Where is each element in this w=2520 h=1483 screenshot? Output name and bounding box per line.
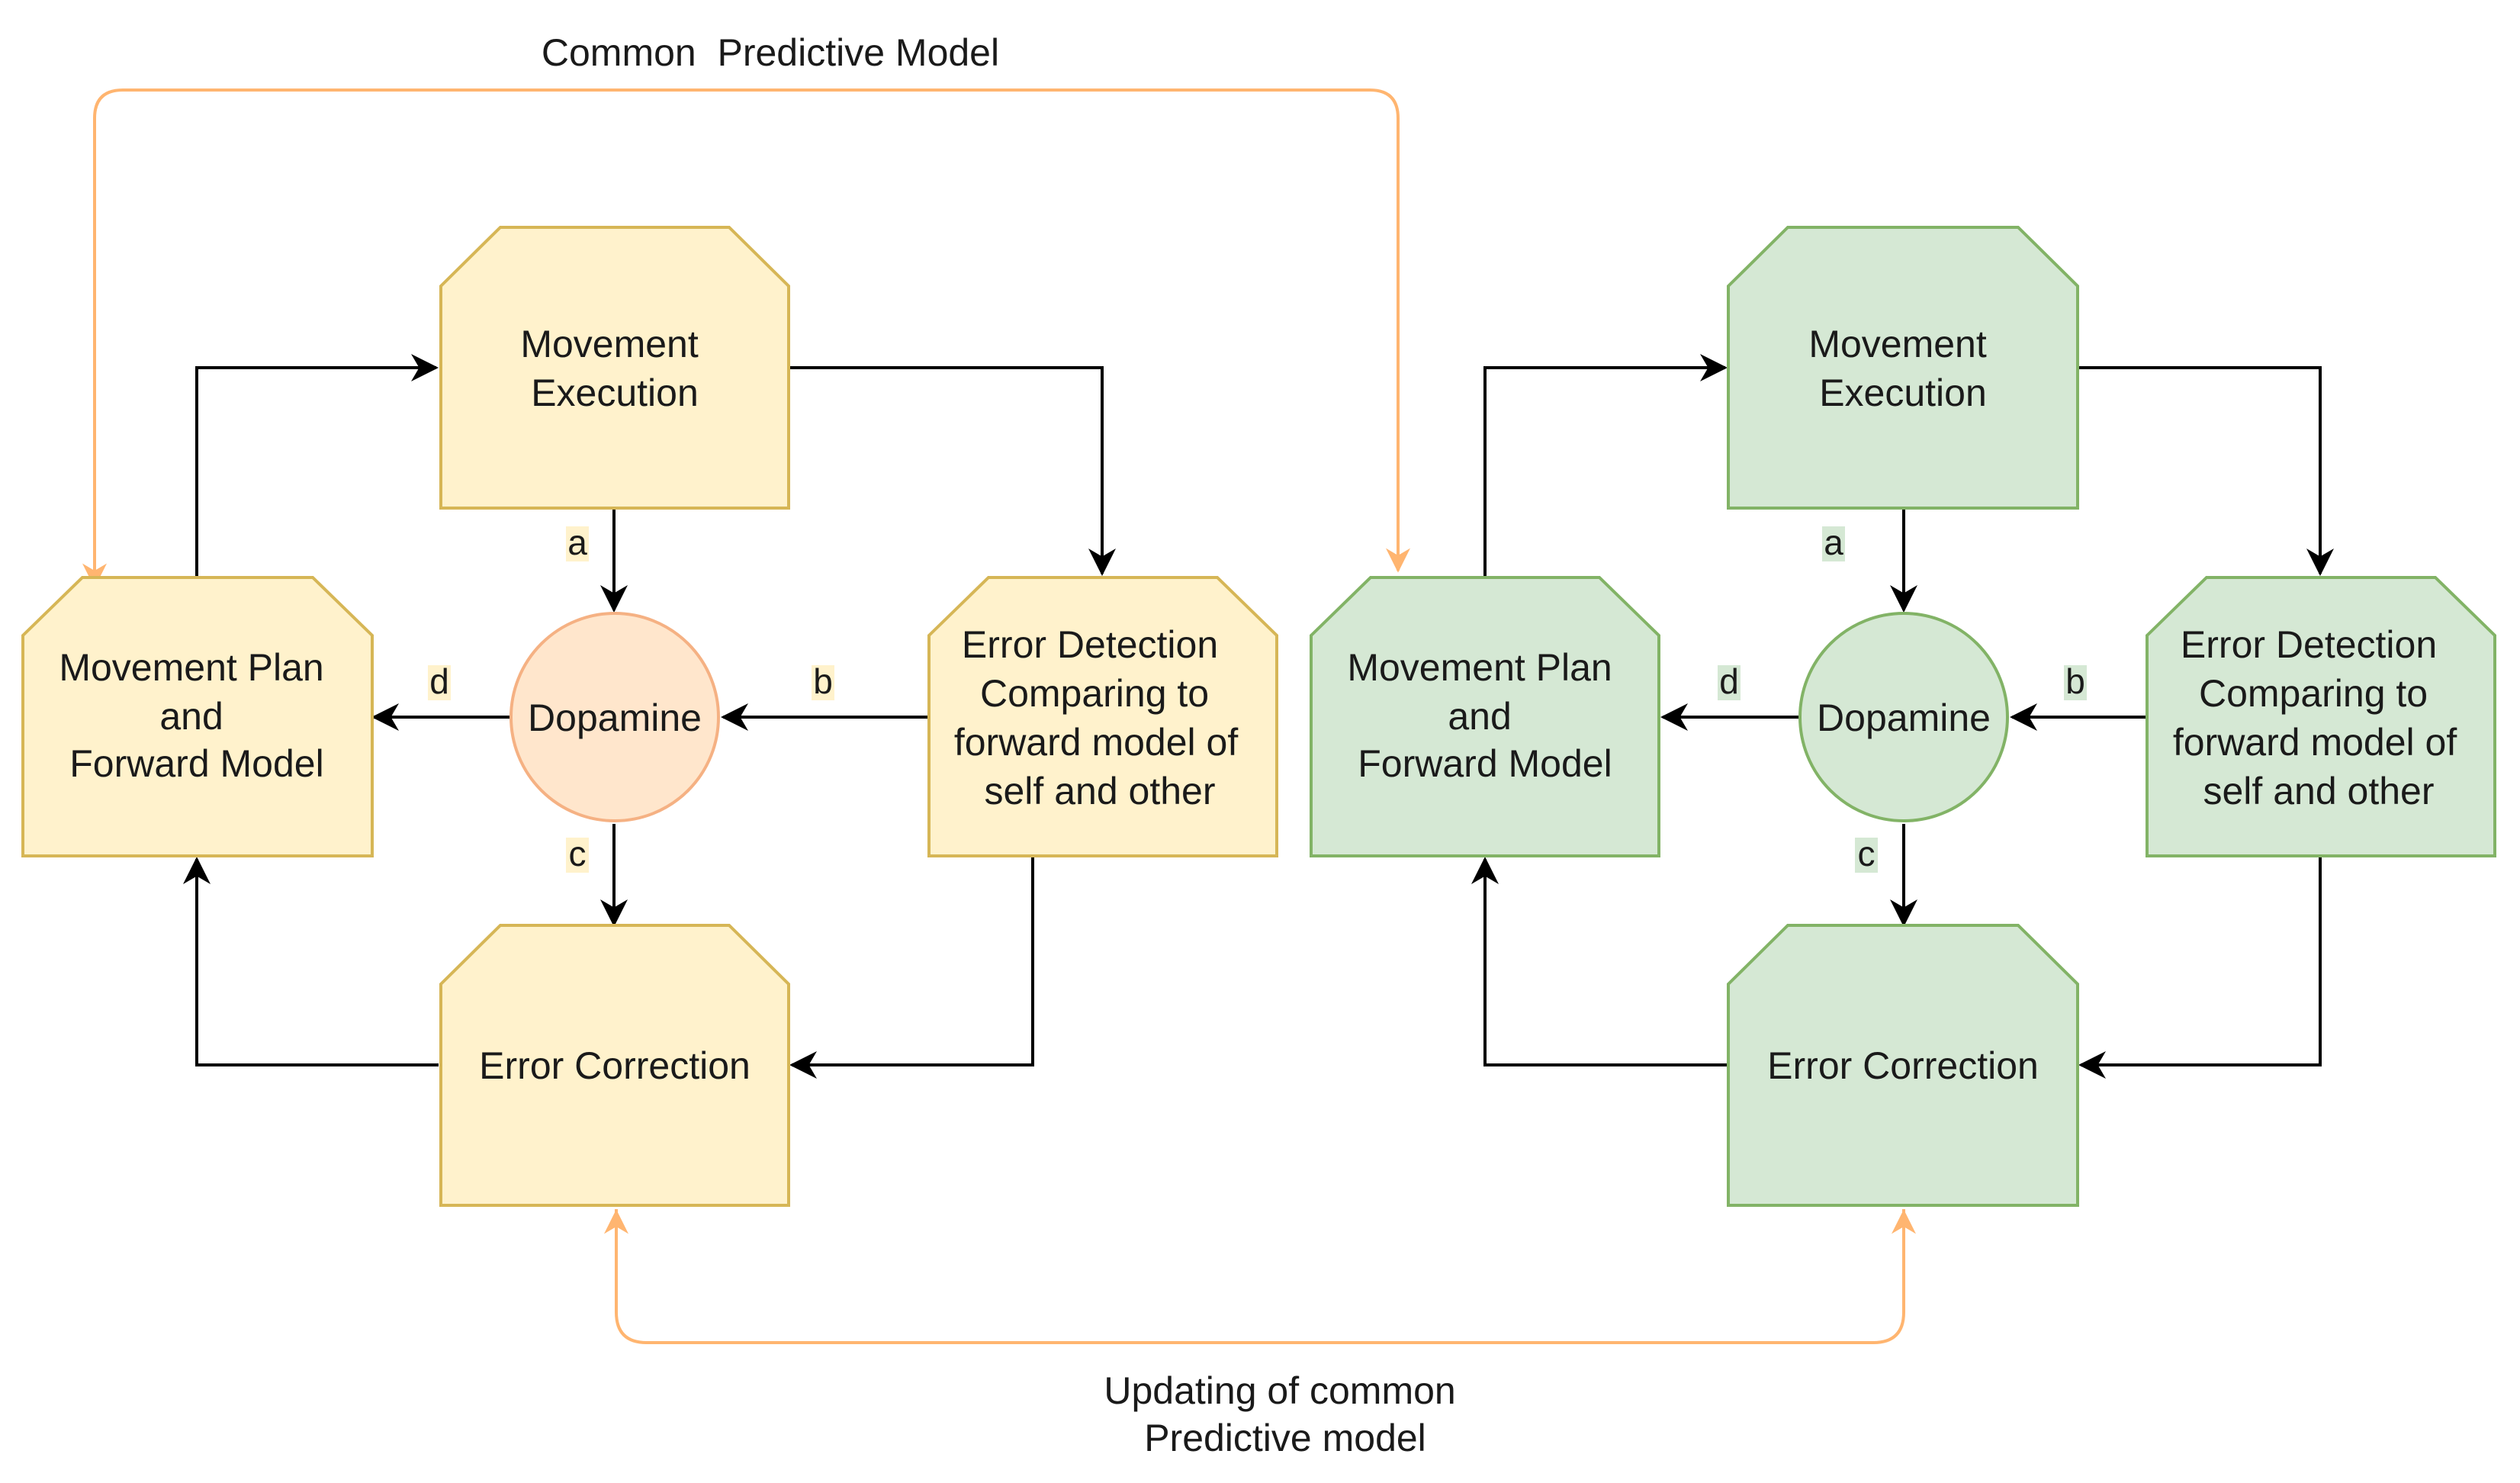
error-detection-line-1: Error Detection — [2181, 623, 2437, 666]
edge-label-c: c — [1858, 834, 1876, 873]
node-dopamine — [1798, 612, 2009, 822]
movement-plan-line-1: Movement Plan — [59, 646, 323, 689]
edge-correction-to-plan — [1471, 857, 1728, 1066]
edge-detection-to-correction — [789, 854, 1102, 1079]
movement-execution-label: Movement Execution — [1808, 323, 1997, 414]
edge-label-a-bg — [566, 526, 589, 561]
node-movement-plan — [1310, 576, 1660, 857]
movement-execution-line-1: Movement — [1808, 323, 1987, 365]
movement-execution-line-1: Movement — [520, 323, 699, 365]
edge-label-d-bg — [1718, 665, 1741, 700]
edge-label-d: d — [1719, 661, 1739, 701]
node-movement-execution — [439, 226, 790, 510]
error-correction-label: Error Correction — [479, 1044, 751, 1087]
error-detection-line-2: Comparing to — [2199, 672, 2428, 715]
error-detection-line-3: forward model of — [2173, 721, 2457, 764]
edge-label-b-bg — [2064, 665, 2087, 700]
movement-plan-label: Movement Plan and Forward Model — [59, 646, 334, 785]
dopamine-label: Dopamine — [528, 696, 702, 739]
error-detection-line-4: self and other — [2203, 770, 2435, 812]
node-movement-execution — [1727, 226, 2079, 510]
edge-correction-to-plan — [183, 857, 439, 1066]
movement-execution-line-2: Execution — [1819, 372, 1987, 414]
movement-plan-line-2: and — [159, 695, 223, 738]
edge-label-d: d — [429, 661, 449, 701]
error-detection-label: Error Detection Comparing to forward mod… — [2173, 623, 2467, 812]
movement-plan-line-3: Forward Model — [69, 742, 323, 785]
common-model-link-top — [93, 88, 1410, 586]
edge-label-a: a — [1824, 523, 1843, 562]
movement-plan-line-3: Forward Model — [1358, 742, 1612, 785]
edge-label-a: a — [567, 523, 587, 562]
edge-plan-to-execution — [1483, 354, 1728, 577]
error-detection-line-4: self and other — [985, 770, 1216, 812]
edge-label-b: b — [2065, 661, 2085, 701]
panel-left: Movement Execution Movement Plan and For… — [21, 226, 1278, 1207]
edge-plan-to-execution — [195, 354, 439, 577]
edge-label-c-bg — [566, 838, 589, 873]
node-movement-plan — [21, 576, 374, 857]
error-correction-label: Error Correction — [1767, 1044, 2039, 1087]
edge-label-a-bg — [1822, 526, 1845, 561]
edge-label-b-bg — [812, 665, 834, 700]
edge-label-c-bg — [1855, 838, 1878, 873]
error-detection-line-2: Comparing to — [980, 672, 1209, 715]
dopamine-label: Dopamine — [1817, 696, 1991, 739]
common-model-link-bottom — [615, 1209, 1905, 1344]
edge-execution-to-detection — [2078, 366, 2334, 576]
updating-common-model-label: Updating of common Predictive model — [1104, 1369, 1466, 1459]
edge-detection-to-correction — [2078, 856, 2322, 1079]
node-error-correction — [439, 924, 790, 1207]
movement-plan-line-1: Movement Plan — [1347, 646, 1612, 689]
node-error-detection — [2146, 576, 2496, 857]
error-detection-line-3: forward model of — [954, 721, 1238, 764]
common-predictive-model-label: Common Predictive Model — [542, 31, 999, 74]
node-dopamine — [509, 612, 720, 822]
panel-right: Movement Execution Movement Plan and For… — [1310, 226, 2496, 1207]
updating-common-model-line-2: Predictive model — [1144, 1417, 1426, 1459]
edge-label-d-bg — [428, 665, 451, 700]
error-detection-label: Error Detection Comparing to forward mod… — [954, 623, 1249, 812]
movement-plan-line-2: and — [1448, 695, 1511, 738]
edge-label-c: c — [569, 834, 587, 873]
node-error-detection — [927, 576, 1278, 857]
updating-common-model-line-1: Updating of common — [1104, 1369, 1455, 1412]
movement-plan-label: Movement Plan and Forward Model — [1347, 646, 1622, 785]
error-detection-line-1: Error Detection — [962, 623, 1218, 666]
node-error-correction — [1727, 924, 2079, 1207]
movement-execution-line-2: Execution — [531, 372, 699, 414]
edge-label-b: b — [813, 661, 833, 701]
edge-execution-to-detection — [789, 366, 1116, 576]
movement-execution-label: Movement Execution — [520, 323, 709, 414]
